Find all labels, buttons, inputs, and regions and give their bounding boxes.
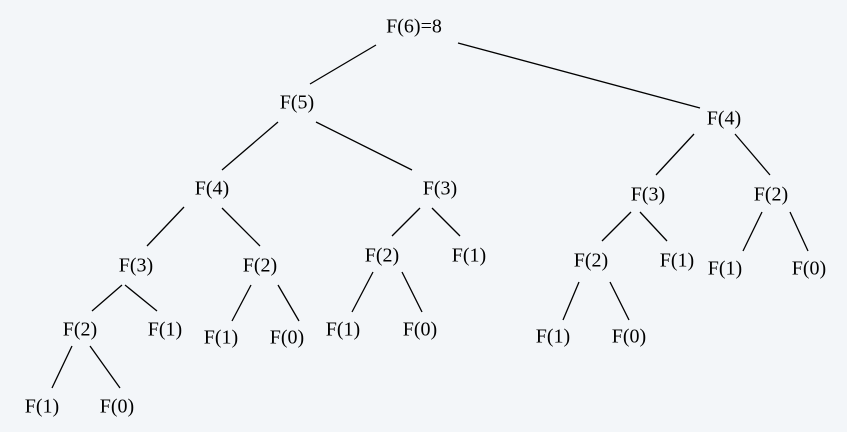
- edge-n2d-n0d: [609, 281, 630, 321]
- edge-n5-n3b: [315, 121, 413, 171]
- edge-n2d-n1f: [562, 281, 580, 321]
- node-n2c: F(2): [365, 245, 399, 267]
- edge-n3a-n1b: [124, 284, 158, 312]
- edge-n4b-n2e: [734, 133, 771, 176]
- node-root: F(6)=8: [386, 16, 442, 38]
- edge-n4a-n2b: [221, 207, 261, 247]
- node-n1a: F(1): [25, 396, 59, 418]
- node-n1g: F(1): [660, 250, 694, 272]
- node-n0b: F(0): [270, 327, 304, 349]
- edge-n2c-n1d: [351, 271, 374, 313]
- edge-n2a-n1a: [51, 345, 73, 389]
- node-n1e: F(1): [452, 245, 486, 267]
- edge-n3c-n1g: [639, 211, 668, 242]
- edge-n2e-n1h: [742, 211, 763, 252]
- edge-n2b-n1c: [231, 284, 252, 322]
- node-n1d: F(1): [326, 319, 360, 341]
- node-n5: F(5): [280, 92, 314, 114]
- node-n1h: F(1): [708, 258, 742, 280]
- node-n1b: F(1): [148, 319, 182, 341]
- node-n4b: F(4): [707, 108, 741, 130]
- tree-edges: [51, 42, 809, 389]
- node-n1f: F(1): [536, 326, 570, 348]
- node-n3b: F(3): [423, 178, 457, 200]
- node-n0a: F(0): [100, 396, 134, 418]
- edge-n3a-n2a: [91, 284, 123, 312]
- tree-nodes: F(6)=8F(5) F(4) F(3) F(2) F(1) F(0) F(1) F(2) F(…: [25, 16, 826, 418]
- edge-n2a-n0a: [89, 345, 121, 389]
- node-n0c: F(0): [403, 319, 437, 341]
- node-n2e: F(2): [754, 184, 788, 206]
- node-n0d: F(0): [612, 326, 646, 348]
- edge-n2c-n0c: [401, 271, 423, 313]
- edge-root-n5: [309, 44, 377, 85]
- node-n2b: F(2): [243, 255, 277, 277]
- edge-n3b-n2c: [391, 207, 421, 237]
- edge-n2b-n0b: [277, 284, 300, 322]
- node-n2d: F(2): [574, 250, 608, 272]
- node-n1c: F(1): [204, 327, 238, 349]
- edge-n3c-n2d: [601, 211, 632, 242]
- edge-n2e-n0e: [789, 211, 809, 252]
- edge-n4b-n3c: [655, 133, 695, 176]
- edge-n5-n4a: [221, 121, 279, 171]
- node-n4a: F(4): [195, 178, 229, 200]
- edge-n4a-n3a: [146, 206, 185, 247]
- edge-root-n4b: [457, 42, 701, 109]
- node-n0e: F(0): [792, 258, 826, 280]
- node-n3a: F(3): [119, 255, 153, 277]
- node-n2a: F(2): [63, 319, 97, 341]
- edge-n3b-n1e: [431, 207, 461, 237]
- node-n3c: F(3): [631, 184, 665, 206]
